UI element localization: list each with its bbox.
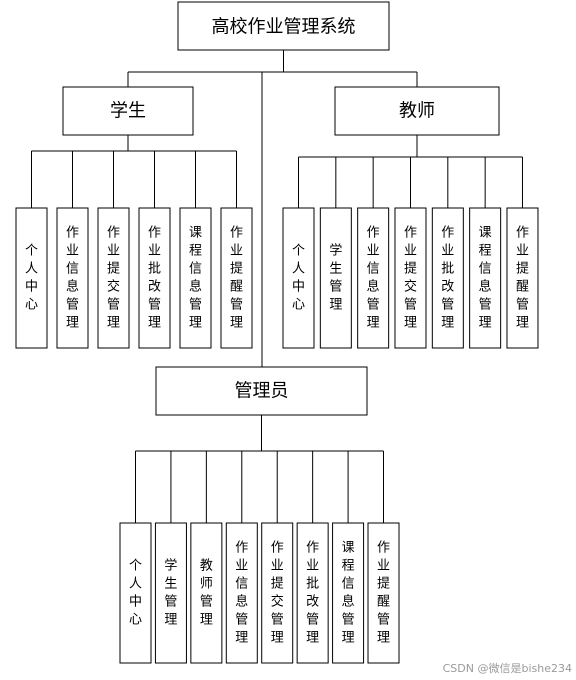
group-node-teacher: 教师 xyxy=(334,86,500,136)
leaf-box xyxy=(225,522,258,664)
leaf-box xyxy=(431,207,464,349)
leaf-label: 学生管理 xyxy=(164,558,177,628)
leaf-label: 作业提醒管理 xyxy=(230,226,243,331)
leaf-label: 个人中心 xyxy=(129,559,142,628)
leaf-box xyxy=(319,207,352,349)
diagram-nodes: 高校作业管理系统 学生 教师 管理员 xyxy=(62,1,500,416)
leaf-label: 作业信息管理 xyxy=(66,226,79,331)
leaf-box xyxy=(394,207,427,349)
leaf-node-admin-1: 学生管理 xyxy=(154,522,187,664)
leaf-label: 教师管理 xyxy=(200,558,213,628)
leaf-label: 学生管理 xyxy=(329,243,342,313)
leaf-box xyxy=(56,207,89,349)
leaf-node-student-3: 作业批改管理 xyxy=(138,207,171,349)
leaf-node-admin-3: 作业信息管理 xyxy=(225,522,258,664)
leaf-node-teacher-2: 作业信息管理 xyxy=(357,207,390,349)
leaf-box xyxy=(357,207,390,349)
leaf-box xyxy=(282,207,315,349)
leaf-label: 个人中心 xyxy=(292,244,305,313)
leaf-label: 作业提交管理 xyxy=(404,226,417,331)
leaf-label: 作业提交管理 xyxy=(271,541,284,646)
leaf-node-teacher-1: 学生管理 xyxy=(319,207,352,349)
root-label: 高校作业管理系统 xyxy=(212,17,356,38)
student-label: 学生 xyxy=(110,101,146,122)
leaf-box xyxy=(506,207,539,349)
leaf-box xyxy=(469,207,502,349)
leaf-nodes: 个人中心作业信息管理作业提交管理作业批改管理课程信息管理作业提醒管理个人中心学生… xyxy=(15,207,539,664)
student-box xyxy=(62,86,194,136)
leaf-label: 个人中心 xyxy=(25,244,38,313)
leaf-node-student-1: 作业信息管理 xyxy=(56,207,89,349)
leaf-box xyxy=(119,522,152,664)
leaf-node-admin-5: 作业批改管理 xyxy=(296,522,329,664)
leaf-node-student-2: 作业提交管理 xyxy=(97,207,130,349)
leaf-label: 作业信息管理 xyxy=(235,541,248,646)
leaf-node-admin-4: 作业提交管理 xyxy=(261,522,294,664)
leaf-node-teacher-5: 课程信息管理 xyxy=(469,207,502,349)
leaf-node-teacher-0: 个人中心 xyxy=(282,207,315,349)
leaf-label: 作业批改管理 xyxy=(148,226,161,331)
leaf-box xyxy=(367,522,400,664)
leaf-box xyxy=(190,522,223,664)
leaf-node-teacher-3: 作业提交管理 xyxy=(394,207,427,349)
leaf-box xyxy=(220,207,253,349)
leaf-node-admin-6: 课程信息管理 xyxy=(332,522,365,664)
leaf-node-student-0: 个人中心 xyxy=(15,207,48,349)
leaf-label: 作业提交管理 xyxy=(107,226,120,331)
leaf-label: 作业提醒管理 xyxy=(377,541,390,646)
leaf-box xyxy=(179,207,212,349)
leaf-node-admin-0: 个人中心 xyxy=(119,522,152,664)
leaf-label: 作业信息管理 xyxy=(367,226,380,331)
leaf-node-teacher-4: 作业批改管理 xyxy=(431,207,464,349)
leaf-label: 课程信息管理 xyxy=(189,226,202,331)
root-box xyxy=(177,1,390,51)
connector-lines xyxy=(31,50,523,523)
leaf-box xyxy=(97,207,130,349)
leaf-label: 作业批改管理 xyxy=(441,226,454,331)
leaf-label: 课程信息管理 xyxy=(479,226,492,331)
leaf-node-admin-2: 教师管理 xyxy=(190,522,223,664)
leaf-box xyxy=(15,207,48,349)
leaf-label: 作业提醒管理 xyxy=(516,226,529,331)
teacher-label: 教师 xyxy=(399,101,435,122)
leaf-label: 作业批改管理 xyxy=(306,541,319,646)
leaf-box xyxy=(154,522,187,664)
admin-box xyxy=(155,366,368,416)
teacher-box xyxy=(334,86,500,136)
leaf-box xyxy=(138,207,171,349)
leaf-box xyxy=(332,522,365,664)
leaf-label: 课程信息管理 xyxy=(342,541,355,646)
leaf-node-student-5: 作业提醒管理 xyxy=(220,207,253,349)
watermark: CSDN @微信是bishe234 xyxy=(442,662,572,675)
root-node: 高校作业管理系统 xyxy=(177,1,390,51)
leaf-node-teacher-6: 作业提醒管理 xyxy=(506,207,539,349)
group-node-student: 学生 xyxy=(62,86,194,136)
group-node-admin: 管理员 xyxy=(155,366,368,416)
leaf-box xyxy=(296,522,329,664)
leaf-node-admin-7: 作业提醒管理 xyxy=(367,522,400,664)
leaf-box xyxy=(261,522,294,664)
leaf-node-student-4: 课程信息管理 xyxy=(179,207,212,349)
admin-label: 管理员 xyxy=(235,381,289,402)
